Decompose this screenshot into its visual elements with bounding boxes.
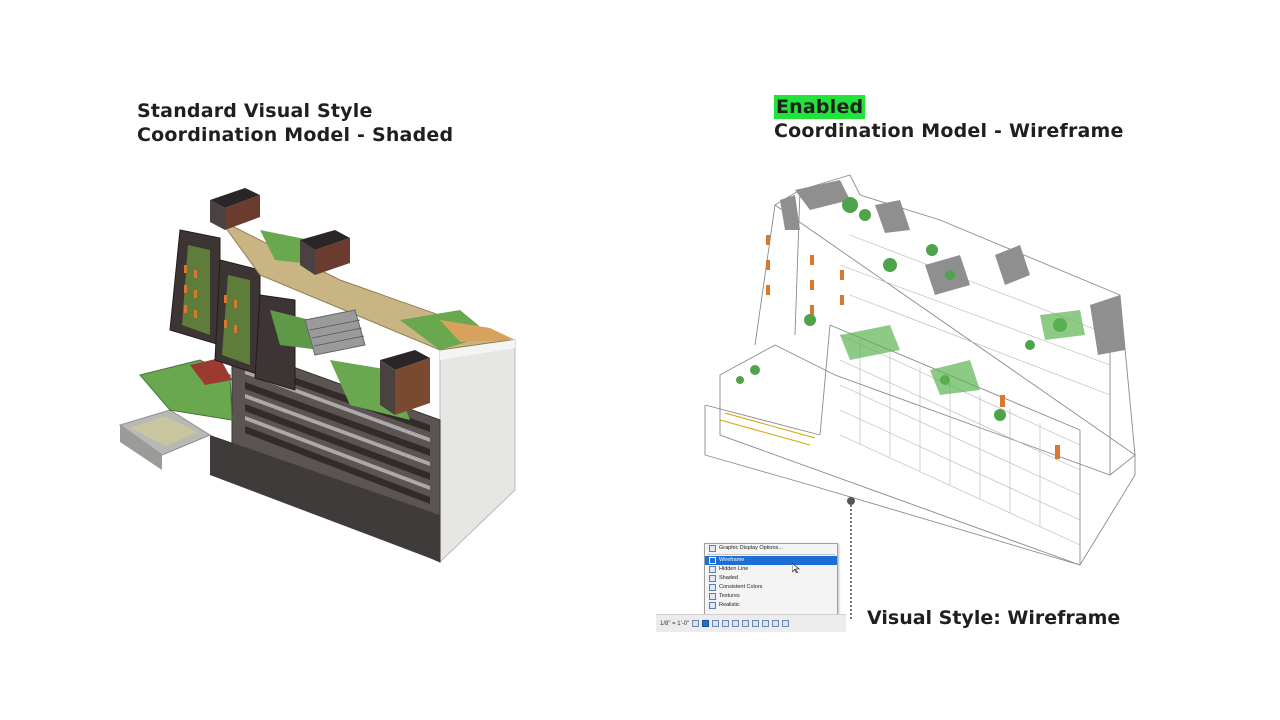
lock-view-icon[interactable] [752, 620, 760, 627]
graphic-display-icon [709, 545, 716, 552]
visual-style-menu: Graphic Display Options... Wireframe Hid… [704, 543, 838, 617]
menu-item-label: Shaded [719, 575, 738, 581]
crop-view-icon[interactable] [732, 620, 740, 627]
shaded-title-line2: Coordination Model - Shaded [137, 124, 454, 146]
consistent-colors-icon [709, 584, 716, 591]
visual-style-icon[interactable] [702, 620, 710, 627]
graphic-display-options-label: Graphic Display Options... [719, 545, 783, 551]
wireframe-title-line2: Coordination Model - Wireframe [774, 120, 1124, 142]
menu-item-hidden-line[interactable]: Hidden Line [705, 565, 837, 574]
temp-hide-icon[interactable] [762, 620, 770, 627]
menu-item-wireframe[interactable]: Wireframe [705, 556, 837, 565]
menu-separator [707, 554, 835, 555]
wireframe-model-heading: Enabled Coordination Model - Wireframe [774, 95, 1124, 143]
menu-item-label: Consistent Colors [719, 584, 763, 590]
shaded-model-heading: Standard Visual Style Coordination Model… [137, 99, 453, 147]
menu-item-label: Wireframe [719, 557, 745, 563]
menu-item-textures[interactable]: Textures [705, 592, 837, 601]
enabled-badge: Enabled [774, 95, 866, 119]
menu-item-label: Hidden Line [719, 566, 749, 572]
menu-item-consistent-colors[interactable]: Consistent Colors [705, 583, 837, 592]
reveal-hidden-icon[interactable] [772, 620, 780, 627]
textures-icon [709, 593, 716, 600]
menu-item-label: Textures [719, 593, 740, 599]
wireframe-icon [709, 557, 716, 564]
menu-item-label: Realistic [719, 602, 740, 608]
view-control-bar: 1/8" = 1'-0" [656, 614, 846, 632]
analytical-model-icon[interactable] [782, 620, 790, 627]
realistic-icon [709, 602, 716, 609]
shaded-building-model [118, 188, 516, 564]
menu-item-realistic[interactable]: Realistic [705, 601, 837, 610]
visual-style-callout-label: Visual Style: Wireframe [867, 607, 1121, 629]
view-scale[interactable]: 1/8" = 1'-0" [660, 620, 690, 627]
sun-path-icon[interactable] [712, 620, 720, 627]
shaded-icon [709, 575, 716, 582]
show-crop-icon[interactable] [742, 620, 750, 627]
callout-leader-line [847, 497, 855, 621]
menu-item-shaded[interactable]: Shaded [705, 574, 837, 583]
detail-level-icon[interactable] [692, 620, 700, 627]
wireframe-building-model [704, 174, 1136, 566]
hidden-line-icon [709, 566, 716, 573]
graphic-display-options-item[interactable]: Graphic Display Options... [705, 544, 837, 553]
shaded-title-line1: Standard Visual Style [137, 100, 373, 122]
mouse-cursor-icon [792, 563, 800, 573]
shadows-icon[interactable] [722, 620, 730, 627]
